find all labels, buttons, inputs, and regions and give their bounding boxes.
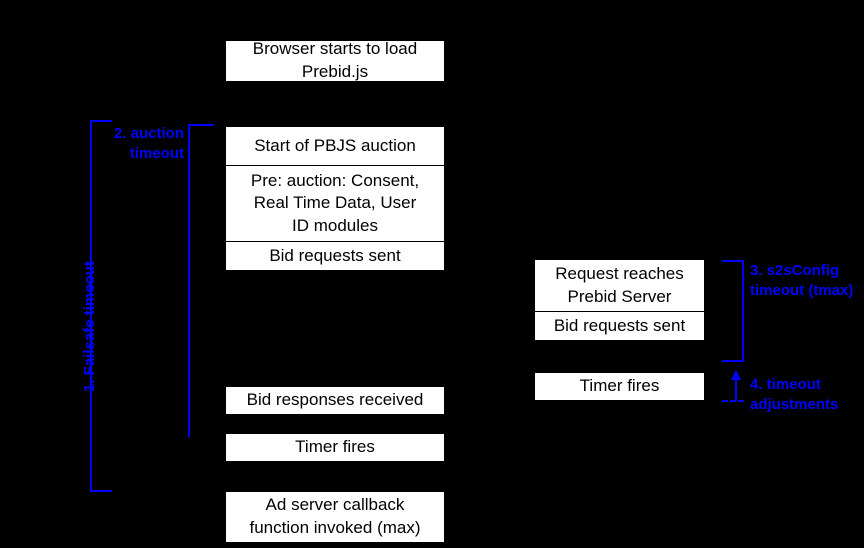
box-bid-responses-received: Bid responses received	[225, 386, 445, 415]
bracket-auction-timeout-spine	[188, 124, 190, 437]
box-ad-server-callback: Ad server callback function invoked (max…	[225, 491, 445, 543]
timeout-adjustments-up-arrow-icon	[731, 370, 741, 401]
annotation-s2sconfig-timeout: 3. s2sConfig timeout (tmax)	[750, 262, 854, 299]
box-request-reaches-prebid-server: Request reaches Prebid Server	[534, 259, 705, 312]
box-s2s-bid-requests-sent: Bid requests sent	[534, 312, 705, 341]
timeout-adjustments-dashed-baseline	[722, 400, 744, 402]
box-s2s-timer-fires: Timer fires	[534, 372, 705, 401]
bracket-failsafe-timeout	[90, 120, 112, 492]
box-timer-fires: Timer fires	[225, 433, 445, 462]
bracket-s2sconfig-timeout	[722, 260, 744, 362]
annotation-auction-timeout: 2. auction timeout	[113, 125, 184, 162]
bracket-auction-timeout-top-tick	[188, 124, 214, 126]
box-bid-requests-sent: Bid requests sent	[225, 242, 445, 271]
box-browser-starts-load: Browser starts to load Prebid.js	[225, 39, 445, 82]
box-start-pbjs-auction: Start of PBJS auction	[225, 126, 445, 166]
annotation-failsafe-timeout: 1. Failsafe timeout	[81, 261, 98, 392]
box-pre-auction-modules: Pre: auction: Consent, Real Time Data, U…	[225, 166, 445, 242]
annotation-timeout-adjustments: 4. timeout adjustments	[750, 376, 839, 413]
